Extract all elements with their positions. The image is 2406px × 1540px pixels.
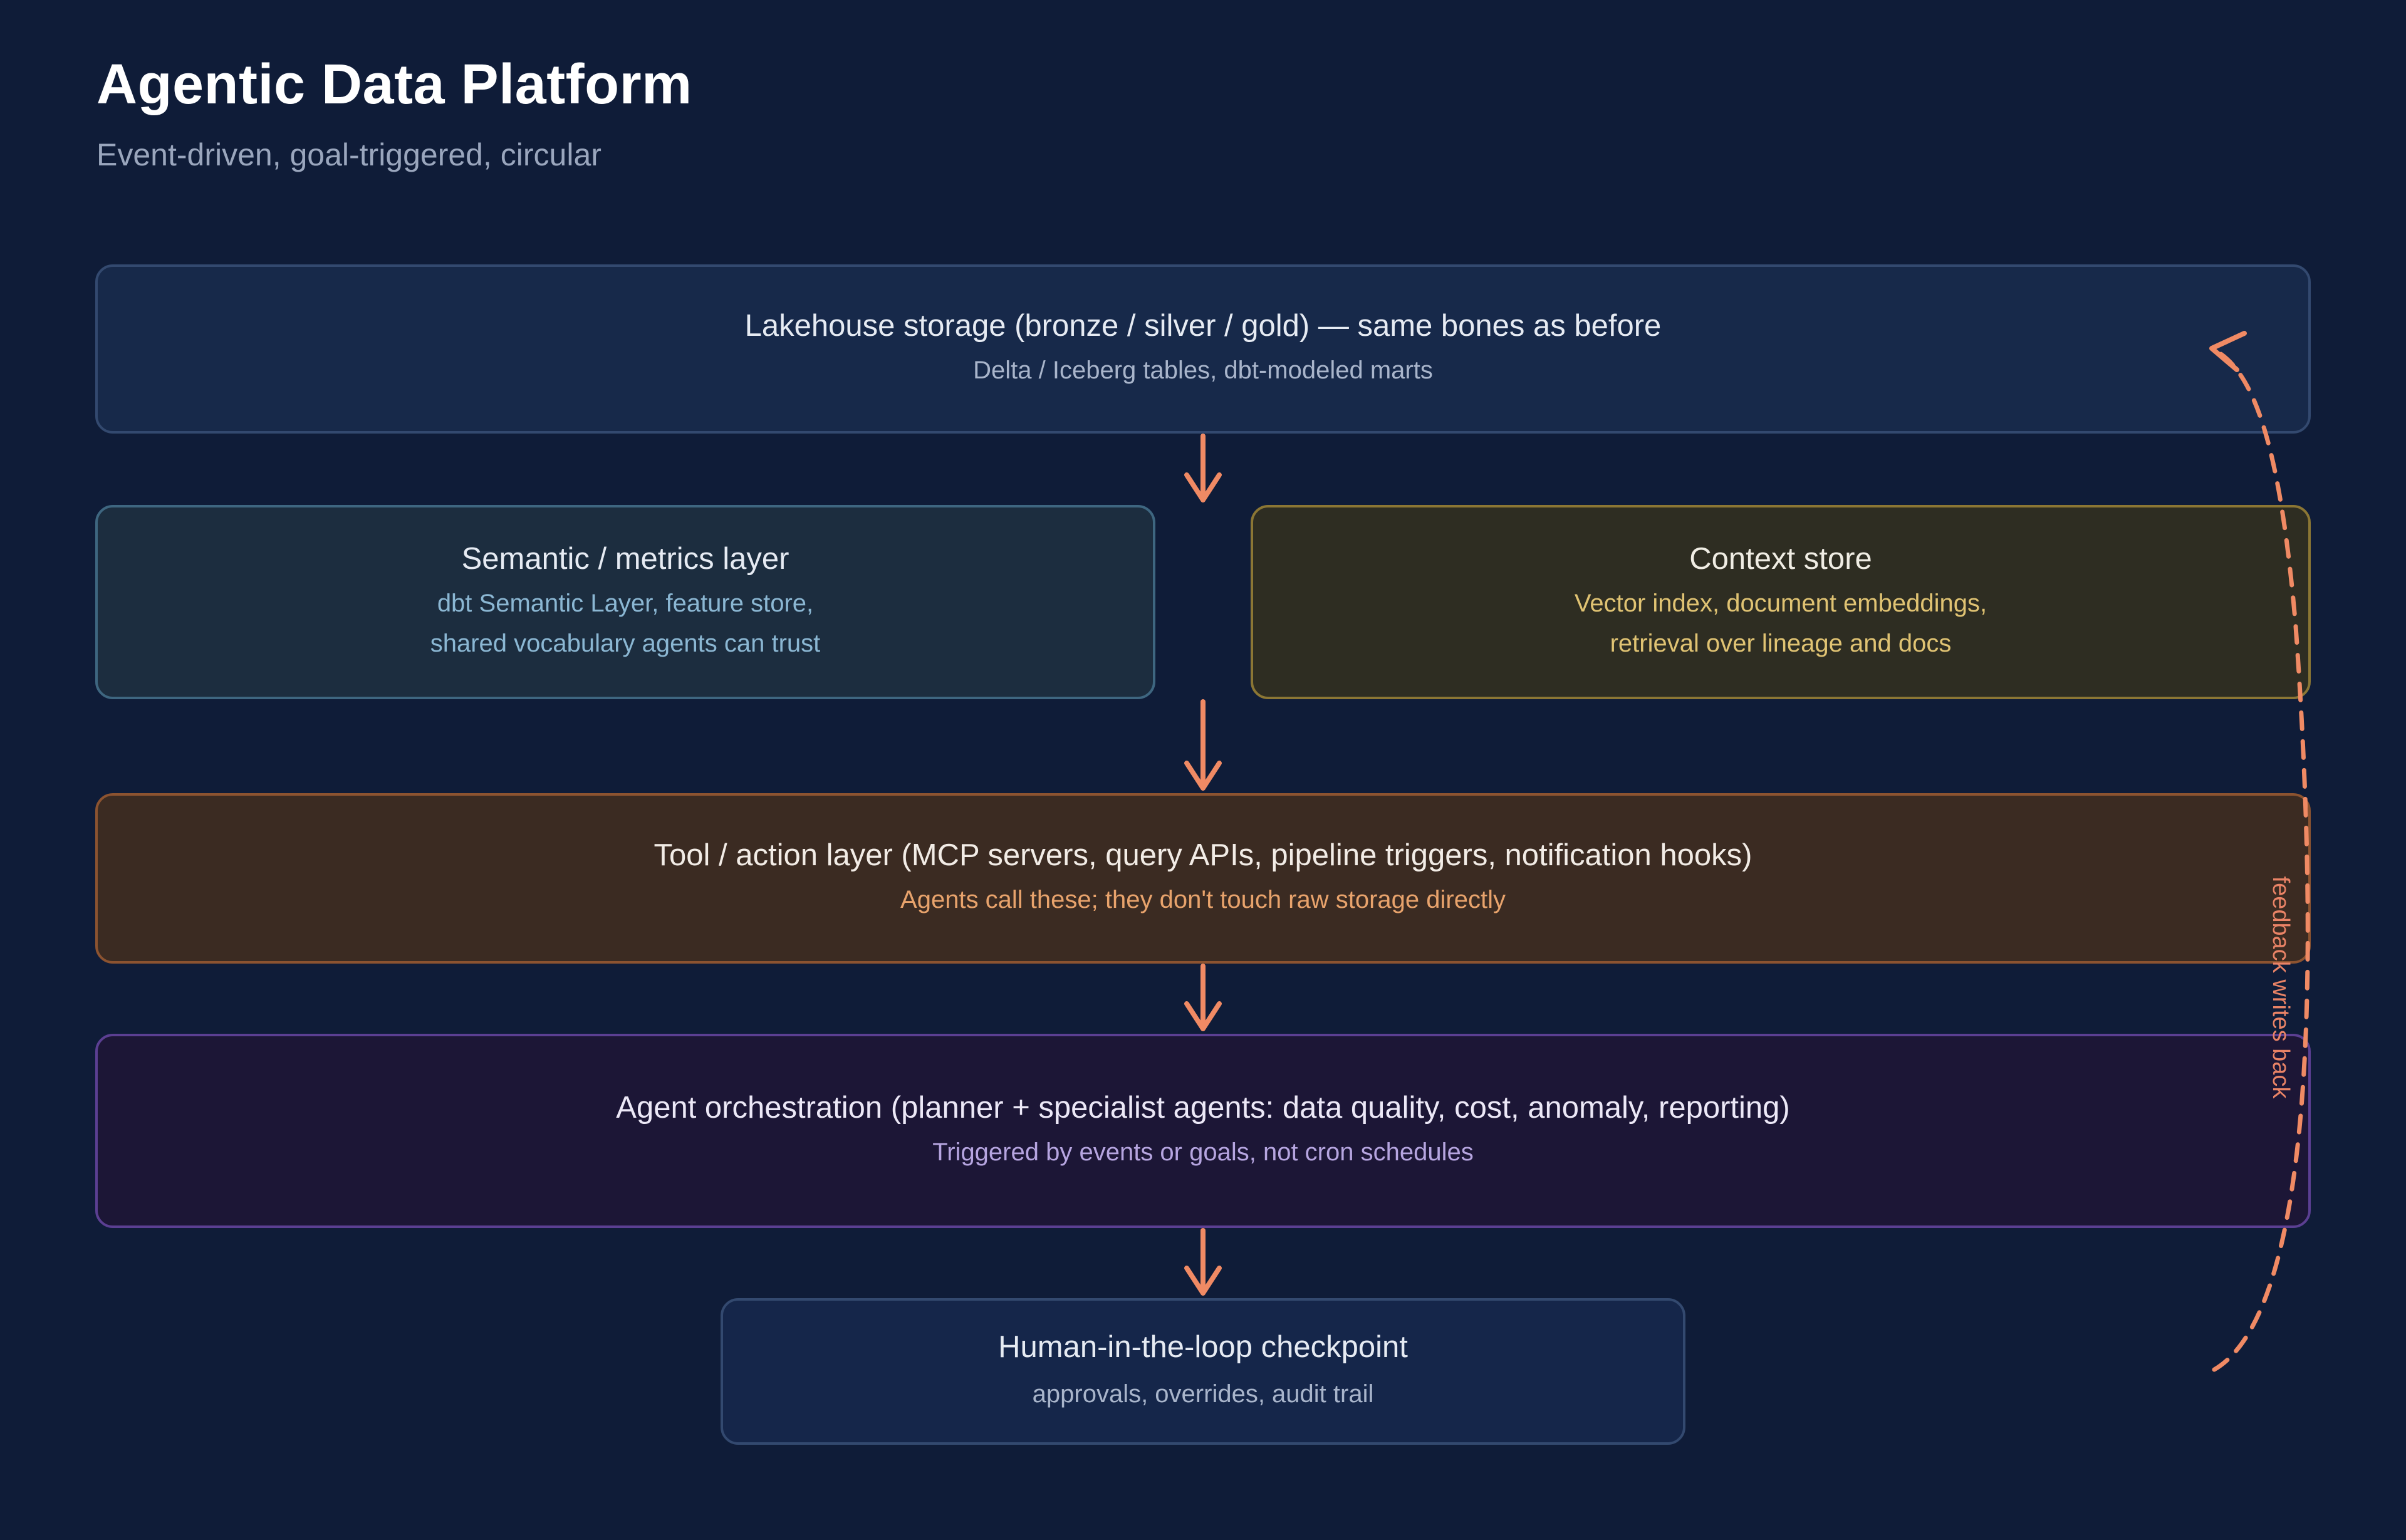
- tool-description: Agents call these; they don't touch raw …: [900, 886, 1506, 914]
- semantic-description: dbt Semantic Layer, feature store, share…: [430, 583, 821, 663]
- tool-action-layer: Tool / action layer (MCP servers, query …: [95, 793, 2311, 964]
- lakehouse-storage-layer: Lakehouse storage (bronze / silver / gol…: [95, 264, 2311, 434]
- orchestration-description: Triggered by events or goals, not cron s…: [932, 1138, 1474, 1167]
- feedback-label: feedback writes back: [2268, 876, 2294, 1099]
- semantic-metrics-layer: Semantic / metrics layer dbt Semantic La…: [95, 505, 1155, 699]
- lakehouse-title: Lakehouse storage (bronze / silver / gol…: [744, 308, 1662, 343]
- human-in-the-loop-checkpoint: Human-in-the-loop checkpoint approvals, …: [721, 1298, 1685, 1445]
- semantic-description-line-2: shared vocabulary agents can trust: [430, 630, 821, 658]
- hitl-description: approvals, overrides, audit trail: [1032, 1380, 1374, 1408]
- arrow-middle-to-tool: [1184, 699, 1222, 791]
- arrow-lakehouse-to-middle: [1184, 434, 1222, 502]
- semantic-title: Semantic / metrics layer: [461, 541, 789, 576]
- context-description: Vector index, document embeddings, retri…: [1575, 583, 1987, 663]
- arrow-tool-to-orchestration: [1184, 964, 1222, 1031]
- context-store-layer: Context store Vector index, document emb…: [1251, 505, 2311, 699]
- context-title: Context store: [1689, 541, 1872, 576]
- lakehouse-description: Delta / Iceberg tables, dbt-modeled mart…: [973, 356, 1433, 385]
- hitl-title: Human-in-the-loop checkpoint: [998, 1329, 1408, 1364]
- context-description-line-2: retrieval over lineage and docs: [1610, 630, 1952, 658]
- arrow-orchestration-to-hitl: [1184, 1228, 1222, 1296]
- context-description-line-1: Vector index, document embeddings,: [1574, 590, 1987, 618]
- agent-orchestration-layer: Agent orchestration (planner + specialis…: [95, 1034, 2311, 1228]
- tool-title: Tool / action layer (MCP servers, query …: [654, 838, 1752, 872]
- diagram-subtitle: Event-driven, goal-triggered, circular: [96, 137, 602, 172]
- orchestration-title: Agent orchestration (planner + specialis…: [616, 1090, 1790, 1125]
- diagram-title: Agentic Data Platform: [96, 53, 692, 116]
- semantic-description-line-1: dbt Semantic Layer, feature store,: [437, 590, 814, 618]
